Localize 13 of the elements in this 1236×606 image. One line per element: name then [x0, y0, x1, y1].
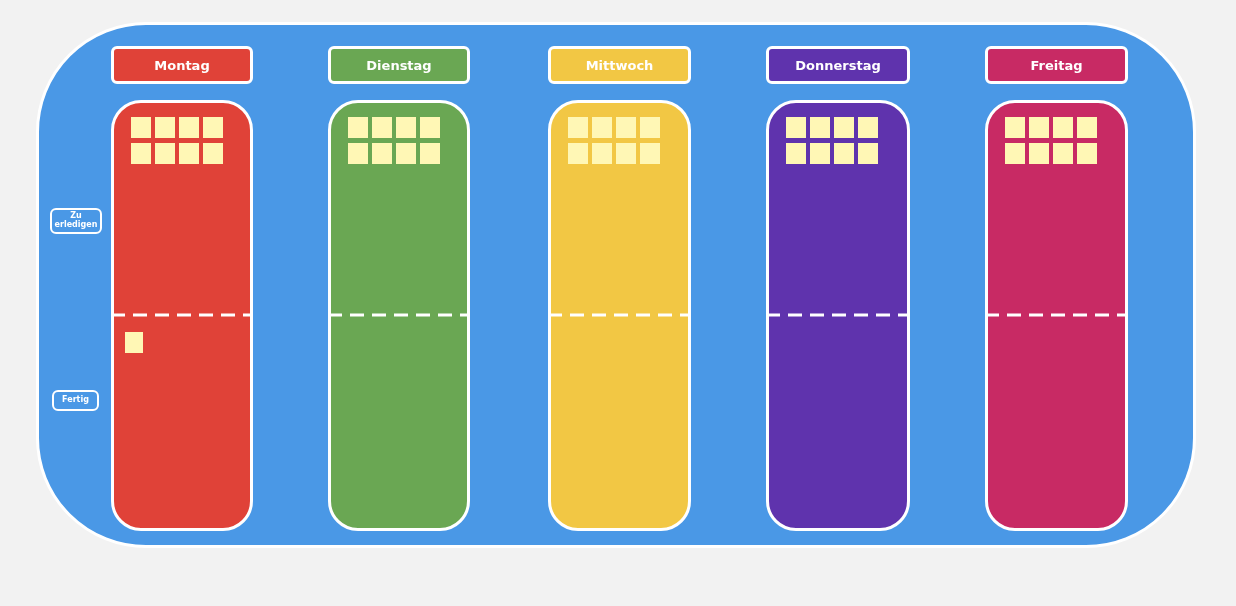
- day-header: Donnerstag: [766, 46, 910, 84]
- day-header: Dienstag: [328, 46, 470, 84]
- day-column: [548, 100, 691, 531]
- day-header: Freitag: [985, 46, 1128, 84]
- day-column: [111, 100, 253, 531]
- day-header: Mittwoch: [548, 46, 691, 84]
- board-background: [36, 22, 1196, 548]
- row-label: Fertig: [52, 390, 99, 411]
- day-column: [328, 100, 470, 531]
- row-label: Zu erledigen: [50, 208, 102, 234]
- day-column: [766, 100, 910, 531]
- day-column: [985, 100, 1128, 531]
- day-header: Montag: [111, 46, 253, 84]
